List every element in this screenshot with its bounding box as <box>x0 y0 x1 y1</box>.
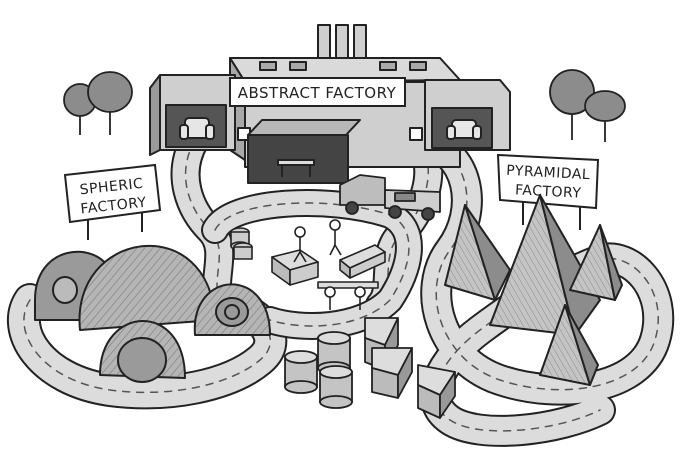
trees-left <box>63 71 133 135</box>
workers-and-materials <box>230 219 386 310</box>
pyramidal-label-line1: PYRAMIDAL <box>506 163 591 183</box>
trees-right <box>549 69 626 142</box>
pyramidal-buildings <box>444 194 623 386</box>
wedge-stacks <box>364 317 456 419</box>
spheric-label-line2: FACTORY <box>80 195 148 218</box>
armchair-right <box>446 119 482 140</box>
delivery-truck <box>339 174 441 221</box>
spheric-domes <box>34 244 271 383</box>
cylinder-stacks <box>284 331 353 409</box>
spheric-label-line1: SPHERIC <box>79 176 144 199</box>
abstract-factory-label: ABSTRACT FACTORY <box>238 84 397 102</box>
abstract-factory-sign: ABSTRACT FACTORY <box>229 77 406 107</box>
pyramidal-factory-sign: PYRAMIDAL FACTORY <box>496 153 600 230</box>
spheric-factory-sign: SPHERIC FACTORY <box>63 163 162 240</box>
pyramidal-label-line2: FACTORY <box>515 182 582 201</box>
armchair-left <box>179 117 215 140</box>
